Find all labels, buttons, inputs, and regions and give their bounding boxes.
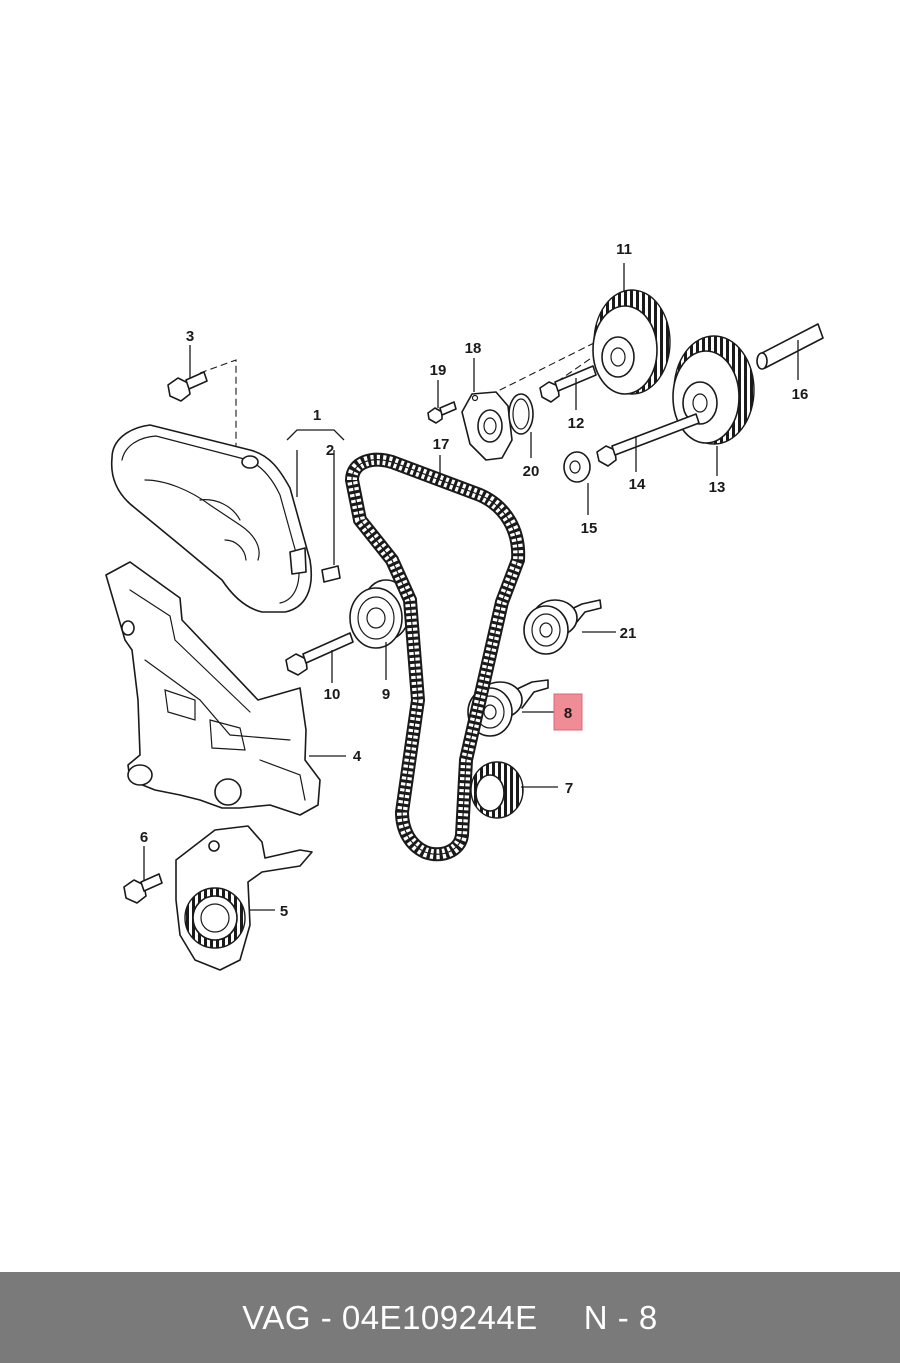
parts-diagram: 1 2 3 4 5 6 7 8 9 10 11 12 13 14 15 16 1… bbox=[105, 241, 824, 971]
bolt-12[interactable] bbox=[539, 365, 597, 403]
brand-part-number: VAG - 04E109244E bbox=[242, 1298, 538, 1336]
lower-timing-cover[interactable] bbox=[175, 825, 313, 971]
upper-timing-cover[interactable] bbox=[110, 424, 312, 613]
callout-12[interactable]: 12 bbox=[568, 415, 585, 432]
callout-21[interactable]: 21 bbox=[620, 625, 637, 642]
bolt-10[interactable] bbox=[285, 632, 354, 676]
belt-tensioner[interactable] bbox=[349, 579, 411, 649]
callout-16[interactable]: 16 bbox=[792, 386, 809, 403]
highlight-box bbox=[553, 693, 583, 731]
callout-17[interactable]: 17 bbox=[433, 436, 450, 453]
callout-11[interactable]: 11 bbox=[616, 241, 632, 258]
bolt-6[interactable] bbox=[123, 873, 163, 904]
bolt-19[interactable] bbox=[427, 401, 457, 424]
callout-18[interactable]: 18 bbox=[465, 340, 482, 357]
hub-15[interactable] bbox=[563, 451, 591, 483]
callout-13[interactable]: 13 bbox=[709, 479, 726, 496]
callout-labels: 1 2 3 4 5 6 7 8 9 10 11 12 13 14 15 16 1… bbox=[140, 241, 809, 920]
callout-8[interactable]: 8 bbox=[564, 705, 572, 722]
idler-roller-21[interactable] bbox=[523, 599, 602, 655]
leader-lines bbox=[143, 263, 799, 911]
bolt-14[interactable] bbox=[596, 413, 700, 467]
assembly-dash-lines bbox=[199, 339, 601, 462]
callout-10[interactable]: 10 bbox=[324, 686, 341, 703]
pump-flange-18[interactable] bbox=[461, 391, 513, 461]
callout-3[interactable]: 3 bbox=[186, 328, 194, 345]
callout-20[interactable]: 20 bbox=[523, 463, 540, 480]
rear-timing-cover[interactable] bbox=[105, 561, 321, 816]
callout-5[interactable]: 5 bbox=[280, 903, 288, 920]
callout-19[interactable]: 19 bbox=[430, 362, 447, 379]
position-number: N - 8 bbox=[583, 1298, 658, 1336]
callout-6[interactable]: 6 bbox=[140, 829, 148, 846]
callout-1[interactable]: 1 bbox=[313, 407, 321, 424]
callout-2[interactable]: 2 bbox=[326, 442, 334, 459]
bolt-3[interactable] bbox=[167, 371, 208, 402]
callout-15[interactable]: 15 bbox=[581, 520, 598, 537]
camshaft-sprocket-11[interactable] bbox=[592, 289, 671, 395]
crank-pulley[interactable] bbox=[470, 761, 524, 819]
callout-14[interactable]: 14 bbox=[629, 476, 646, 493]
part-number-footer: VAG - 04E109244E N - 8 bbox=[0, 1272, 900, 1363]
o-ring-20[interactable] bbox=[508, 393, 534, 435]
pin-16[interactable] bbox=[756, 323, 824, 370]
callout-9[interactable]: 9 bbox=[382, 686, 390, 703]
timing-belt[interactable] bbox=[344, 452, 526, 862]
callout-7[interactable]: 7 bbox=[565, 780, 573, 797]
callout-4[interactable]: 4 bbox=[353, 748, 362, 765]
cover-clip[interactable] bbox=[321, 565, 341, 583]
